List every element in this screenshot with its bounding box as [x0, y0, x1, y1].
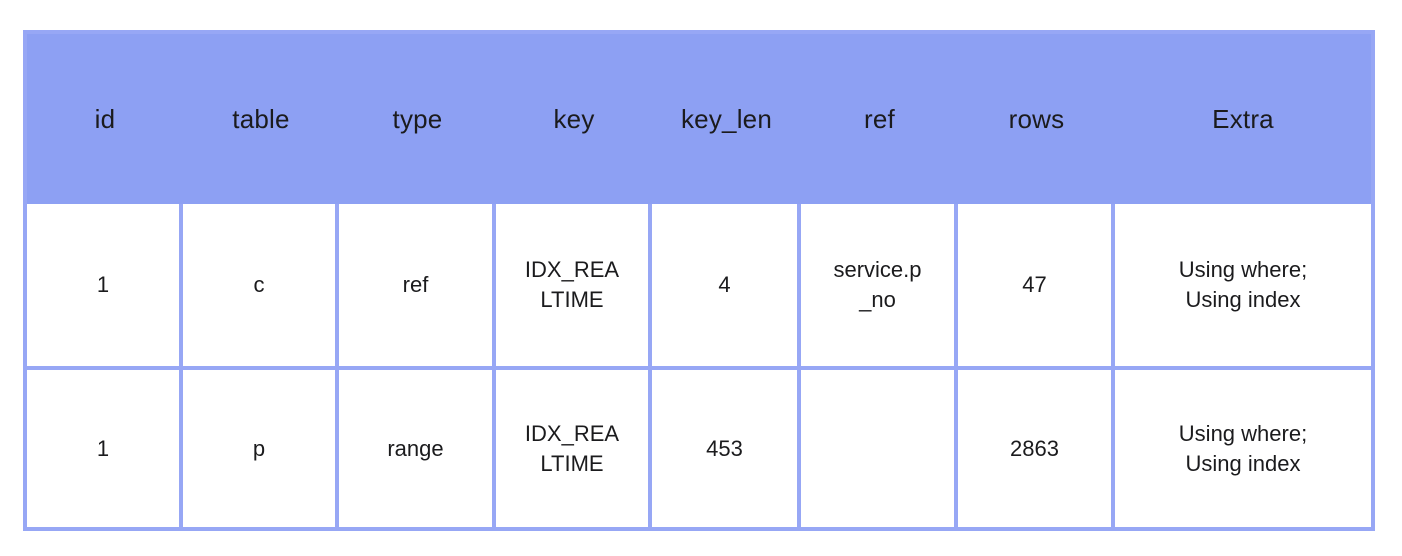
cell-table: c	[183, 204, 339, 366]
cell-key-len: 4	[652, 204, 801, 366]
cell-key: IDX_REA LTIME	[496, 370, 652, 527]
header-cell-key: key	[553, 103, 595, 134]
header-cell-key-len: key_len	[680, 103, 773, 134]
header-cell-table: table	[232, 103, 290, 134]
explain-result-table: id table type key key_len ref rows Extra…	[23, 30, 1375, 531]
cell-key: IDX_REA LTIME	[496, 204, 652, 366]
table-row: 1 c ref IDX_REA LTIME 4 service.p _no 47…	[27, 204, 1371, 366]
cell-ref	[801, 370, 958, 527]
cell-type: range	[339, 370, 496, 527]
cell-rows: 47	[958, 204, 1115, 366]
cell-id: 1	[27, 370, 183, 527]
cell-ref: service.p _no	[801, 204, 958, 366]
header-cell-id: id	[94, 103, 116, 134]
cell-id: 1	[27, 204, 183, 366]
header-cell-ref: ref	[864, 103, 895, 134]
cell-key-len: 453	[652, 370, 801, 527]
cell-type: ref	[339, 204, 496, 366]
header-cell-type: type	[392, 103, 443, 134]
cell-table: p	[183, 370, 339, 527]
cell-extra: Using where; Using index	[1178, 420, 1308, 476]
table-header-row: id table type key key_len ref rows Extra	[27, 34, 1371, 204]
table-row: 1 p range IDX_REA LTIME 453 2863 Using w…	[27, 366, 1371, 527]
cell-extra: Using where; Using index	[1178, 257, 1308, 312]
header-cell-extra: Extra	[1212, 103, 1274, 134]
cell-rows: 2863	[958, 370, 1115, 527]
header-cell-rows: rows	[1008, 103, 1065, 134]
